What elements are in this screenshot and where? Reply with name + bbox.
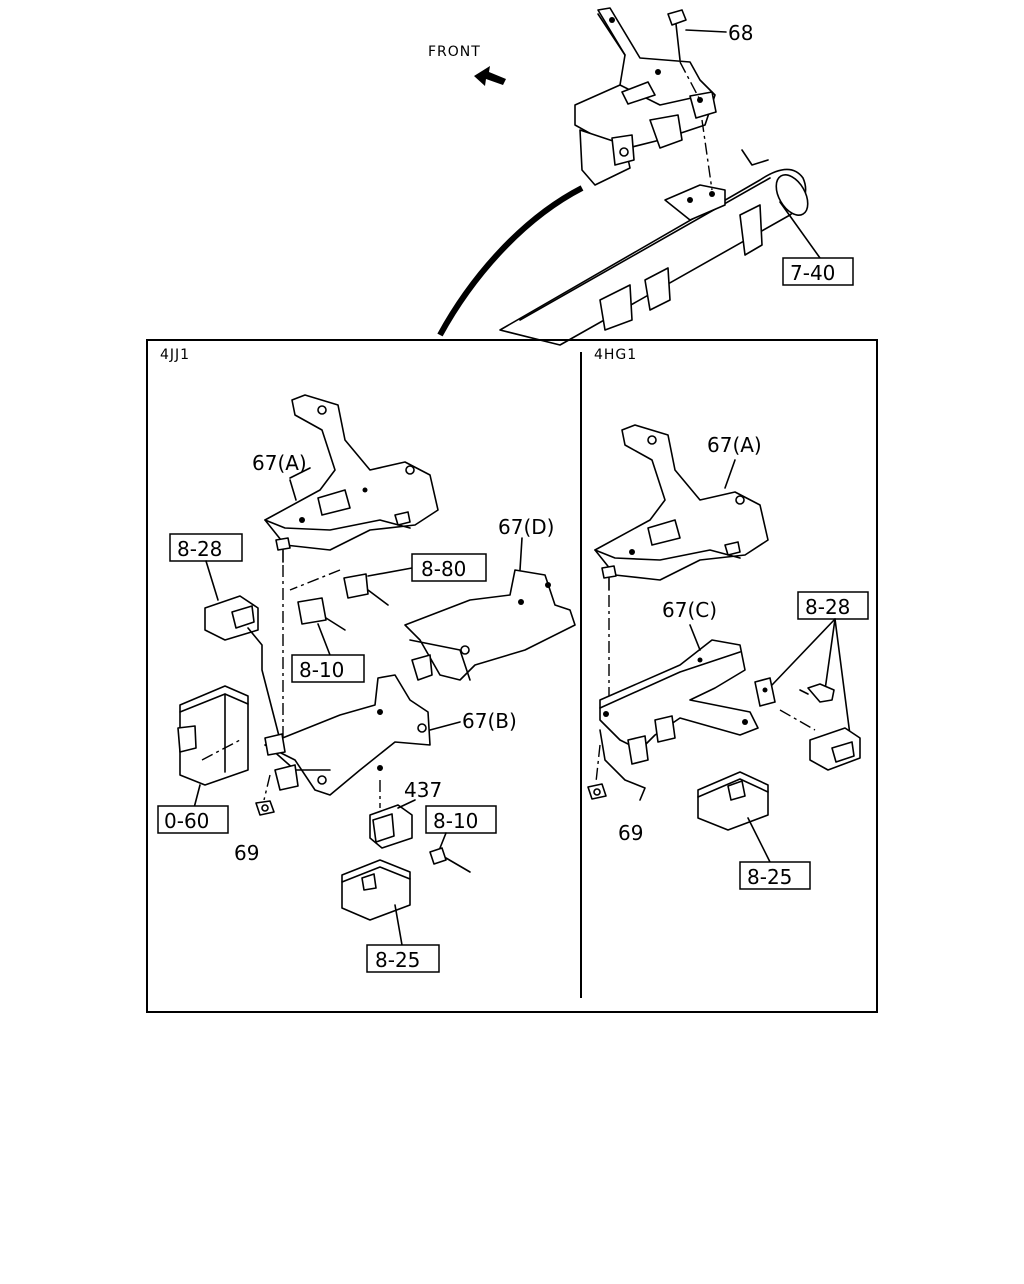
- front-arrow-icon: [474, 66, 506, 86]
- right-bolt: [601, 565, 617, 700]
- label-left-8-10-lower: 8-10: [433, 809, 478, 833]
- label-right-8-28: 8-28: [805, 595, 850, 619]
- crossmember-tube: [499, 149, 809, 346]
- section-title-left: 4JJ1: [160, 347, 190, 363]
- front-indicator: FRONT: [428, 44, 506, 86]
- detail-frame: [146, 339, 878, 1013]
- label-right-67c: 67(C): [662, 598, 717, 622]
- label-right-67a: 67(A): [707, 433, 762, 457]
- right-nut-69: 69: [587, 744, 643, 845]
- left-connector-8-10-lower: 8-10: [425, 805, 497, 873]
- section-title-right: 4HG1: [594, 347, 637, 363]
- bolt-68: 68: [667, 9, 753, 191]
- label-7-40: 7-40: [790, 261, 835, 285]
- label-right-8-25: 8-25: [747, 865, 792, 889]
- right-cover-8-25: 8-25: [697, 771, 811, 890]
- label-left-8-80: 8-80: [421, 557, 466, 581]
- label-left-8-28: 8-28: [177, 537, 222, 561]
- left-bracket-67a: 67(A): [252, 394, 439, 551]
- harness-curve: [437, 185, 584, 337]
- left-connector-8-80: 8-80: [289, 553, 487, 606]
- left-module-0-60: 0-60: [157, 685, 249, 834]
- label-68: 68: [728, 21, 753, 45]
- label-left-67a: 67(A): [252, 451, 307, 475]
- label-left-8-25: 8-25: [375, 948, 420, 972]
- right-bracket-67a: 67(A): [594, 424, 769, 581]
- label-left-67d: 67(D): [498, 515, 554, 539]
- label-right-69: 69: [618, 821, 643, 845]
- right-bracket-67c: 67(C): [599, 598, 759, 801]
- callout-7-40: 7-40: [779, 201, 854, 286]
- left-bracket-67b: 67(B): [264, 674, 517, 796]
- label-left-437: 437: [404, 778, 442, 802]
- right-relay-8-28: 8-28: [754, 591, 869, 771]
- label-left-69: 69: [234, 841, 259, 865]
- left-bracket-67d: 67(D): [404, 515, 576, 681]
- front-label: FRONT: [428, 44, 481, 60]
- left-connector-8-10-upper: 8-10: [291, 597, 365, 683]
- label-left-8-10-upper: 8-10: [299, 658, 344, 682]
- left-nut-69: 69: [234, 774, 275, 865]
- left-relay-437: 437: [369, 778, 442, 849]
- label-left-0-60: 0-60: [164, 809, 209, 833]
- left-bolt: [275, 537, 291, 740]
- left-cover-8-25: 8-25: [341, 859, 440, 973]
- top-bracket-assembly: [574, 7, 717, 186]
- label-left-67b: 67(B): [462, 709, 517, 733]
- left-relay-8-28: 8-28: [169, 533, 281, 741]
